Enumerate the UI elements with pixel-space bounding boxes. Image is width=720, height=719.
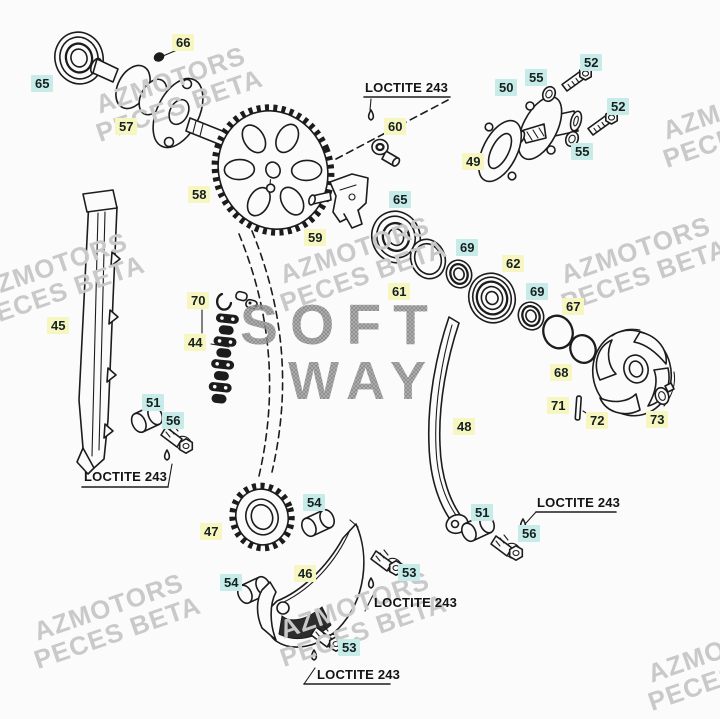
camshaft-drawing [89, 57, 237, 150]
part-label-52-top[interactable]: 52 [580, 54, 603, 71]
bearing-65-mid-drawing [370, 210, 422, 264]
gasket-49-drawing [477, 119, 523, 183]
washer-55-top-drawing [541, 85, 557, 103]
part-label-48[interactable]: 48 [453, 418, 476, 435]
chain-section-drawing [208, 313, 239, 404]
seal-ring-drawing [409, 238, 447, 280]
bolt-60-drawing [371, 138, 401, 167]
part-label-51-right[interactable]: 51 [471, 504, 494, 521]
part-label-65-top[interactable]: 65 [31, 75, 54, 92]
oring-68-drawing [569, 334, 597, 364]
part-label-45[interactable]: 45 [47, 317, 70, 334]
part-label-52-bottom[interactable]: 52 [607, 98, 630, 115]
part-label-61[interactable]: 61 [388, 283, 411, 300]
impeller-drawing [591, 328, 676, 417]
part-label-72[interactable]: 72 [586, 412, 609, 429]
bolt-56-left-drawing [160, 425, 194, 461]
chain-guide-drawing [76, 189, 121, 475]
plug-73-drawing [654, 382, 675, 406]
roller-62-drawing [467, 272, 517, 324]
part-label-62[interactable]: 62 [502, 255, 525, 272]
bearing-top-drawing [54, 31, 104, 85]
part-label-67[interactable]: 67 [562, 298, 585, 315]
part-label-58[interactable]: 58 [188, 186, 211, 203]
part-label-56-right[interactable]: 56 [518, 525, 541, 542]
chain-guard-drawing [256, 519, 365, 648]
loctite-note-right: LOCTITE 243 [537, 495, 621, 510]
part-label-55-top[interactable]: 55 [525, 69, 548, 86]
master-link-drawing [216, 290, 258, 311]
part-label-53-lower[interactable]: 53 [338, 639, 361, 656]
part-label-53-upper[interactable]: 53 [398, 564, 421, 581]
loctite-note-bottom: LOCTITE 243 [317, 667, 401, 682]
part-label-56-left[interactable]: 56 [162, 412, 185, 429]
loctite-bottom-leader [303, 667, 391, 685]
part-label-55-bottom[interactable]: 55 [571, 143, 594, 160]
part-label-69-left[interactable]: 69 [456, 239, 479, 256]
part-label-71[interactable]: 71 [547, 397, 570, 414]
loctite-note-left: LOCTITE 243 [84, 469, 168, 484]
loctite-left-leader [81, 463, 173, 488]
loctite-note-top: LOCTITE 243 [365, 80, 449, 95]
loctite-right-leader [525, 511, 617, 524]
part-label-65-mid[interactable]: 65 [389, 191, 412, 208]
part-label-59[interactable]: 59 [304, 229, 327, 246]
part-label-66[interactable]: 66 [172, 34, 195, 51]
part-label-73[interactable]: 73 [646, 411, 669, 428]
bearing-69-right-drawing [517, 301, 545, 331]
part-label-54-left[interactable]: 54 [220, 574, 243, 591]
part-label-69-right[interactable]: 69 [526, 283, 549, 300]
part-label-51-left[interactable]: 51 [142, 394, 165, 411]
washer-55-bottom-drawing [564, 130, 580, 148]
crank-sprocket-drawing [229, 482, 295, 552]
part-label-49[interactable]: 49 [462, 153, 485, 170]
oring-67-drawing [542, 314, 574, 350]
tensioner-pad-drawing [308, 173, 369, 229]
cam-sprocket-drawing [211, 104, 335, 236]
part-label-54-right[interactable]: 54 [303, 494, 326, 511]
loctite-top-leader [363, 96, 451, 121]
part-label-47[interactable]: 47 [200, 523, 223, 540]
center-watermark-way: WAY [288, 351, 437, 411]
center-watermark-soft: SOFT [240, 293, 440, 357]
part-label-57[interactable]: 57 [115, 118, 138, 135]
label-leaders-44-70 [201, 309, 230, 348]
loctite-note-mid: LOCTITE 243 [374, 595, 458, 610]
part-label-68[interactable]: 68 [550, 364, 573, 381]
loctite-mid-leader [364, 592, 375, 612]
roller-54-right-drawing [301, 508, 335, 538]
part-label-50[interactable]: 50 [495, 79, 518, 96]
bearing-69-left-drawing [445, 259, 473, 289]
part-label-44[interactable]: 44 [184, 334, 207, 351]
part-label-70[interactable]: 70 [187, 292, 210, 309]
part-label-60[interactable]: 60 [384, 118, 407, 135]
part-label-46[interactable]: 46 [294, 565, 317, 582]
